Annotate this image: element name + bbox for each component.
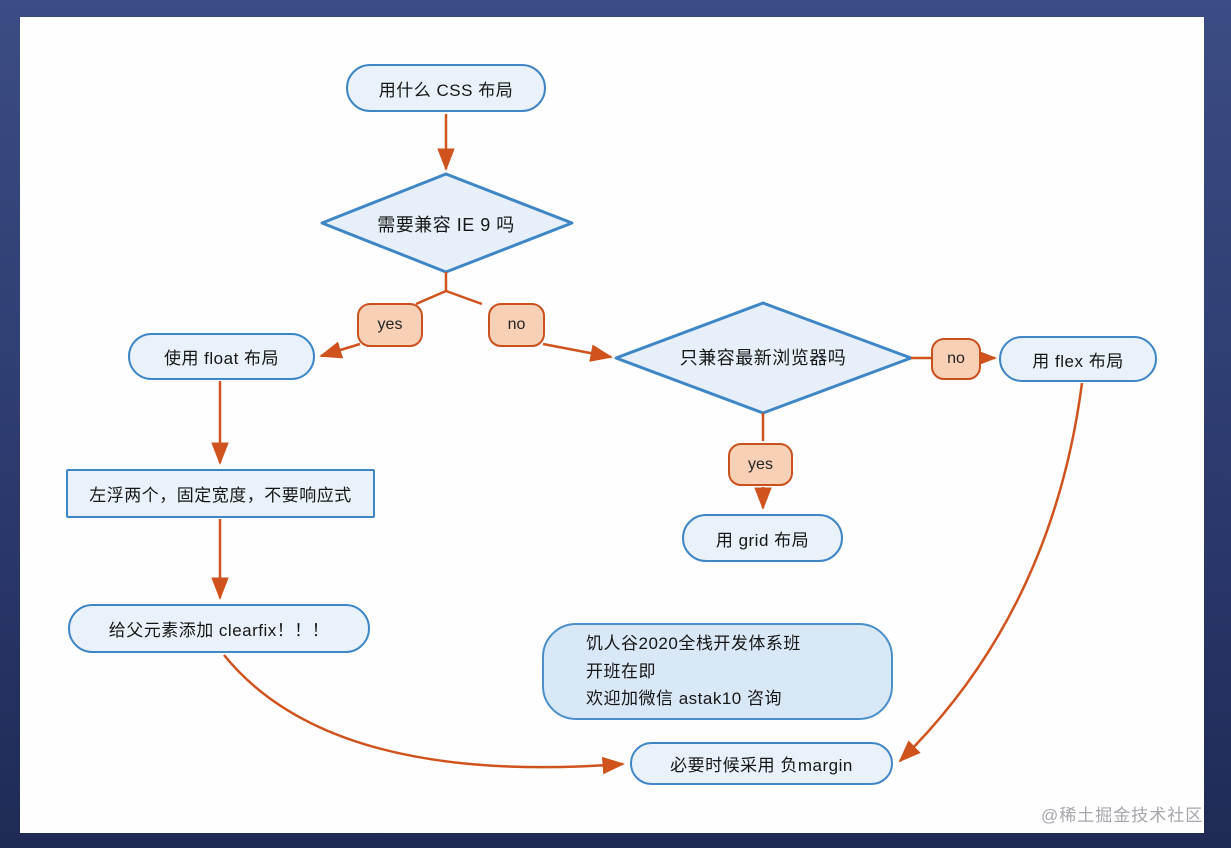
- watermark: @稀土掘金技术社区: [1041, 806, 1204, 825]
- note-promo-box: 饥人谷2020全栈开发体系班 开班在即 欢迎加微信 astak10 咨询: [542, 623, 893, 720]
- branch-label-yes-ie9: yes: [357, 303, 423, 347]
- node-use-float: 使用 float 布局: [128, 333, 315, 380]
- node-neg-margin: 必要时候采用 负margin: [630, 742, 893, 785]
- node-use-flex: 用 flex 布局: [999, 336, 1157, 382]
- branch-label-no-ie9: no: [488, 303, 545, 347]
- node-float-detail: 左浮两个，固定宽度，不要响应式: [66, 469, 375, 518]
- decision-ie9-label: 需要兼容 IE 9 吗: [377, 215, 515, 235]
- note-line: 欢迎加微信 astak10 咨询: [586, 689, 782, 709]
- note-line: 饥人谷2020全栈开发体系班: [586, 634, 801, 654]
- branch-label-yes-modern: yes: [728, 443, 793, 486]
- decision-modern-label: 只兼容最新浏览器吗: [679, 348, 847, 368]
- node-start: 用什么 CSS 布局: [346, 64, 546, 112]
- node-clearfix: 给父元素添加 clearfix！！！: [68, 604, 370, 653]
- note-line: 开班在即: [586, 661, 656, 681]
- branch-label-no-modern: no: [931, 338, 981, 380]
- node-use-grid: 用 grid 布局: [682, 514, 843, 562]
